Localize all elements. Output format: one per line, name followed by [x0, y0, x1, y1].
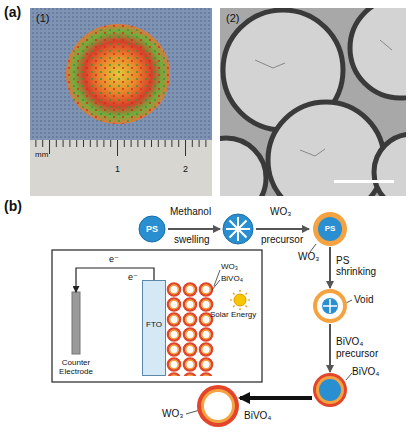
electron-label: e⁻ — [128, 272, 138, 282]
edge-label: BiVO₄ precursor — [336, 336, 386, 359]
step-label: WO₃ — [270, 206, 291, 218]
ruler-tick — [185, 140, 186, 156]
swollen-ps-sphere — [223, 214, 253, 244]
counter-electrode: Counter Electrode — [72, 292, 80, 354]
sun-symbol — [234, 294, 246, 306]
edge-label: PS shrinking — [336, 255, 384, 278]
ruler — [30, 140, 212, 196]
panel-label: (a) — [4, 4, 21, 20]
step-label: Methanol — [170, 206, 211, 218]
node-text: BiVO₄ — [352, 366, 379, 378]
hollow-sphere — [350, 8, 406, 98]
fto-glass — [143, 281, 166, 376]
node-text: BiVO₄ — [244, 410, 271, 422]
connector-arrow — [329, 324, 331, 372]
counter-electrode-outline — [72, 292, 80, 354]
connector-arrow — [329, 247, 331, 288]
ps-core — [319, 379, 341, 401]
swelling-star — [226, 217, 250, 241]
connector-arrow — [240, 396, 312, 400]
void-gap — [317, 293, 343, 319]
edge-label: e⁻ — [109, 254, 119, 264]
node-text: WO₃ — [298, 251, 319, 263]
wo3-shell — [201, 389, 235, 423]
panel-label: (b) — [4, 198, 22, 214]
node-text: PS — [138, 215, 166, 243]
node-text: Void — [354, 294, 373, 306]
node-text: FTO — [142, 320, 166, 329]
hollow-shell-outline — [196, 384, 240, 428]
inset-frame — [52, 250, 262, 382]
ps-sphere: PS — [138, 215, 166, 243]
void-sphere-outline — [312, 288, 348, 324]
void-sphere: Void — [312, 288, 348, 324]
wo3-shell — [316, 376, 344, 404]
leader-line — [212, 280, 220, 290]
ps-core — [139, 216, 165, 242]
ruler-tick — [49, 140, 50, 154]
panel-label: (1) — [36, 12, 49, 25]
scale-bar — [334, 180, 394, 183]
honeycomb-film — [166, 282, 214, 376]
hollow-shell: WO₃BiVO₄ — [196, 384, 240, 428]
step-label: swelling — [174, 234, 210, 246]
hollow-sphere — [220, 138, 266, 196]
layer-label: WO₃ — [221, 262, 238, 271]
wo3-shell — [313, 289, 347, 323]
film-speckle — [66, 24, 170, 124]
bivo4-coated-sphere-outline — [312, 372, 348, 408]
shrunk-ps-core — [322, 298, 338, 314]
ruler-number: 1 — [115, 164, 120, 174]
photo-background — [30, 8, 212, 196]
wrinkle — [255, 40, 392, 156]
light-label: Solar Energy — [210, 310, 256, 319]
panel-label: (2) — [226, 12, 239, 25]
ruler-ticks — [30, 140, 212, 154]
node-text: Counter Electrode — [54, 358, 98, 376]
wo3-coated-sphere: PSWO₃ — [312, 211, 348, 247]
wo3-shell — [313, 212, 347, 246]
ruler-unit: mm — [35, 150, 48, 159]
sun-rays — [230, 290, 250, 310]
bivo4-shell — [313, 373, 347, 407]
leader-line — [346, 373, 352, 380]
bivo4-coated-sphere: BiVO₄ — [312, 372, 348, 408]
process-arrow — [168, 228, 220, 230]
node-text: PS — [312, 211, 348, 247]
ruler-tick — [117, 140, 118, 156]
step-label: precursor — [261, 234, 303, 246]
leader-line — [310, 244, 316, 252]
fto-substrate: FTO — [142, 280, 166, 376]
bivo4-shell — [197, 385, 239, 427]
ruler-number: 2 — [183, 164, 188, 174]
node-text: WO₃ — [162, 408, 183, 420]
electrode-bar — [72, 292, 80, 354]
hollow-core — [204, 392, 232, 420]
hollow-sphere — [374, 134, 406, 196]
layer-label: BiVO₄ — [221, 274, 243, 283]
film-disc — [66, 24, 170, 124]
core-star — [323, 299, 337, 313]
connector-arrow — [76, 268, 154, 292]
process-arrow — [256, 228, 309, 230]
